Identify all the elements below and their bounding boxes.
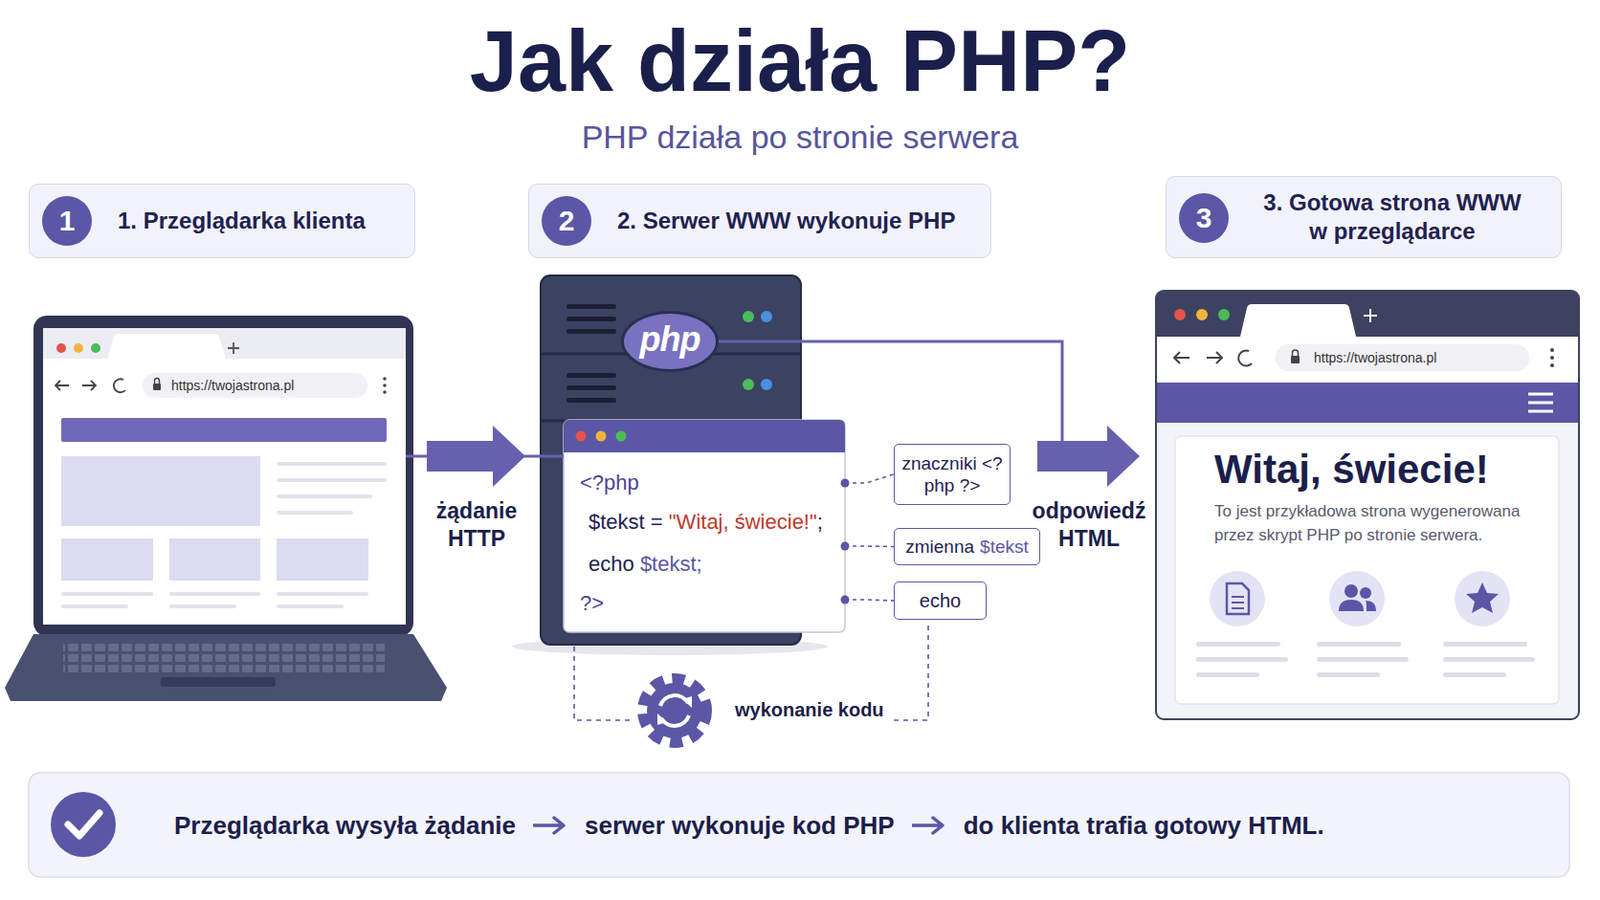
leader-dot	[841, 596, 850, 605]
flow-arrow-icon	[533, 815, 568, 837]
title: Jak działa PHP?	[0, 11, 1600, 112]
leader-path	[844, 474, 894, 484]
php-logo-text: php	[640, 320, 701, 359]
page-card: Witaj, świecie! To jest przykładowa stron…	[1175, 436, 1559, 705]
leader-dot	[841, 542, 850, 552]
step-box: 3. Gotowa strona WWW w przeglądarce 3	[1165, 176, 1562, 259]
callout-box-text: echo	[919, 590, 961, 613]
subtitle: PHP działa po stronie serwera	[0, 115, 1600, 158]
callout-box-text: zmienna	[905, 535, 975, 558]
callout-box: echo	[893, 581, 987, 621]
step-box: 2. Serwer WWW wykonuje PHP 2	[528, 183, 992, 259]
step-number: 1	[42, 196, 92, 246]
callout-box: zmienna$tekst	[893, 528, 1041, 566]
arrow-body	[426, 441, 495, 472]
code-token: ;	[817, 510, 823, 534]
callout-box: znaczniki <?php ?>	[893, 444, 1011, 506]
leader-line	[841, 542, 895, 552]
execution-gear	[574, 623, 929, 743]
step-box: 1. Przeglądarka klienta 1	[28, 183, 416, 259]
code-token: ?>	[579, 591, 604, 616]
step-box-text: 3. Gotowa strona WWW w przeglądarce	[1258, 188, 1527, 246]
result-browser-text: https://twojastrona.pl	[1313, 349, 1437, 367]
code-token: $tekst;	[640, 552, 703, 577]
page-card-text: Witaj, świecie!	[1214, 445, 1489, 494]
step-number-text: 3	[1196, 203, 1213, 233]
leader-dot	[841, 479, 850, 489]
gear-label: wykonanie kodu	[734, 697, 885, 723]
arrow-glyph	[912, 818, 943, 834]
result-browser	[1155, 290, 1579, 720]
code-window-frame	[563, 420, 845, 633]
step-box-text: 2. Serwer WWW wykonuje PHP	[617, 206, 956, 236]
arrow-glyph	[533, 818, 564, 834]
arrow-head	[1107, 425, 1140, 488]
step-box-text: 1. Przeglądarka klienta	[117, 206, 366, 236]
page-card-text: To jest przykładowa strona wygenerowana …	[1214, 499, 1545, 548]
code-token: "Witaj, świecie!"	[668, 510, 818, 534]
leader-path	[844, 545, 894, 548]
code-line: echo$tekst;	[588, 552, 703, 578]
callout-box-text: $tekst	[979, 535, 1029, 558]
arrow-body	[1037, 441, 1110, 472]
step-number: 2	[541, 196, 592, 246]
code-token: $tekst =	[588, 510, 664, 534]
step-number: 3	[1178, 193, 1229, 244]
leader-path	[844, 600, 894, 601]
callout-box-text: znaczniki <?php ?>	[900, 452, 1004, 497]
laptop	[4, 315, 447, 702]
code-line: $tekst ="Witaj, świecie!";	[588, 510, 823, 535]
leader-line	[841, 474, 895, 489]
summary-band-text: do klienta trafia gotowy HTML.	[963, 810, 1325, 842]
code-line: ?>	[579, 591, 604, 617]
leader-line	[841, 596, 895, 605]
edge-label: odpowiedź HTML	[1022, 497, 1156, 554]
flow-arrow	[405, 425, 564, 488]
arrow-head	[492, 425, 526, 488]
client-browser-text: https://twojastrona.pl	[171, 377, 294, 395]
edge-label: żądanie HTTP	[422, 497, 531, 554]
summary-band-frame	[28, 773, 1570, 878]
summary-band-text: Przeglądarka wysyła żądanie	[174, 810, 516, 842]
code-token: <?php	[579, 470, 640, 495]
client-browser: https://twojastrona.pl	[43, 328, 406, 625]
code-line: <?php	[579, 470, 640, 496]
code-window: <?php$tekst ="Witaj, świecie!";echo$teks…	[563, 420, 845, 633]
result-browser: https://twojastrona.plWitaj, świecie! To …	[1155, 290, 1579, 720]
flow-arrow-icon	[911, 815, 947, 837]
php-logo: php	[621, 311, 719, 373]
arrow-line	[718, 341, 1063, 444]
summary-band-text: serwer wykonuje kod PHP	[584, 810, 895, 842]
step-number-text: 1	[59, 206, 76, 236]
step-number-text: 2	[558, 206, 576, 236]
code-token: echo	[588, 552, 635, 577]
summary-band: Przeglądarka wysyła żądanie serwer wykonu…	[28, 773, 1570, 878]
